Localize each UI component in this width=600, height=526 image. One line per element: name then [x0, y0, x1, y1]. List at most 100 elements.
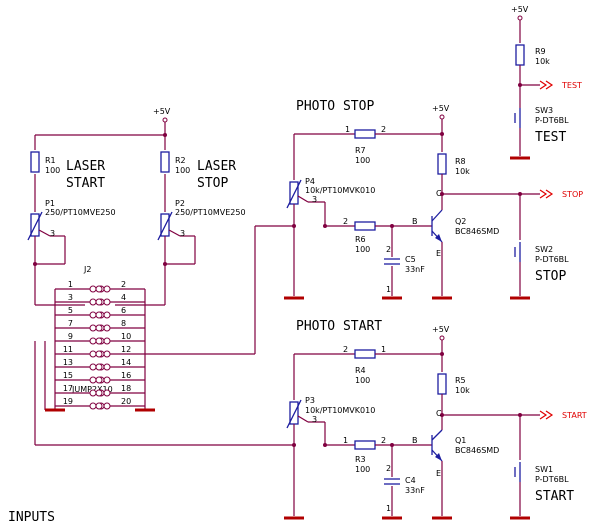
- c4-value: 33nF: [405, 486, 425, 495]
- net-arrow-stop: [539, 189, 548, 199]
- transistor-q1-collector: [431, 429, 443, 441]
- header-pin: [89, 298, 97, 306]
- header-pin: [89, 311, 97, 319]
- r2-value: 100: [175, 166, 190, 175]
- pot-arrow: [286, 179, 302, 209]
- junction: [163, 262, 167, 266]
- header-pin: [95, 311, 103, 319]
- photo-start-title: PHOTO START: [296, 319, 382, 334]
- c4-ref: C4: [405, 476, 416, 485]
- junction: [33, 262, 37, 266]
- wire: [297, 415, 309, 423]
- p1-pin3: 3: [50, 229, 55, 238]
- net-arrow-test: [539, 80, 548, 90]
- header-pin-number: 10: [121, 332, 131, 341]
- p3-ref: P3: [305, 396, 315, 405]
- p2-pin3: 3: [180, 229, 185, 238]
- header-pin-number: 2: [121, 280, 126, 289]
- junction: [518, 83, 522, 87]
- header-pin: [89, 337, 97, 345]
- header-pin: [89, 363, 97, 371]
- supply-pin: [439, 114, 445, 120]
- header-pin-number: 7: [68, 319, 73, 328]
- header-pin-number: 17: [63, 384, 73, 393]
- p2-ref: P2: [175, 199, 185, 208]
- sw1-ref: SW1: [535, 465, 553, 474]
- j2-ref: J2: [83, 265, 91, 274]
- resistor-r3: [354, 440, 376, 450]
- header-pin: [103, 350, 111, 358]
- resistor-r5: [437, 373, 447, 395]
- header-pin: [95, 402, 103, 410]
- r7-ref: R7: [355, 146, 366, 155]
- j2-value: JUMP2X10: [71, 385, 113, 394]
- laser-stop-title-1: LASER: [197, 159, 236, 174]
- r4-pin2: 2: [343, 345, 348, 354]
- header-pin: [103, 324, 111, 332]
- q2-value: BC846SMD: [455, 227, 499, 236]
- header-pin: [95, 337, 103, 345]
- photo-stop-title: PHOTO STOP: [296, 99, 374, 114]
- laser-section: +5V R1 100 R2 100 LASER START LASER STOP…: [27, 107, 246, 306]
- header-pin-number: 16: [121, 371, 131, 380]
- supply-pin: [439, 335, 445, 341]
- r3-ref: R3: [355, 455, 366, 464]
- q1-collector-label: C: [436, 409, 442, 418]
- header-pin: [95, 363, 103, 371]
- header-pin-number: 19: [63, 397, 73, 406]
- header-pin: [103, 337, 111, 345]
- header-pin-number: 18: [121, 384, 131, 393]
- header-pin: [103, 311, 111, 319]
- header-pin: [89, 350, 97, 358]
- wire: [168, 229, 181, 237]
- r5-ref: R5: [455, 376, 466, 385]
- j2-wiring: [34, 226, 270, 446]
- start-title: START: [535, 489, 574, 504]
- transistor-q2-collector: [431, 209, 443, 222]
- header-pin-number: 11: [63, 345, 73, 354]
- q1-value: BC846SMD: [455, 446, 499, 455]
- r3-pin1: 1: [343, 436, 348, 445]
- stop-title: STOP: [535, 269, 566, 284]
- p1-value: 250/PT10MVE250: [45, 208, 116, 217]
- header-pin: [89, 324, 97, 332]
- r9-ref: R9: [535, 47, 546, 56]
- header-pin: [89, 376, 97, 384]
- p3-pin3: 3: [312, 415, 317, 424]
- r4-value: 100: [355, 376, 370, 385]
- header-pin: [89, 402, 97, 410]
- c5-ref: C5: [405, 255, 416, 264]
- r6-value: 100: [355, 245, 370, 254]
- supply-pin: [517, 15, 523, 21]
- r6-ref: R6: [355, 235, 366, 244]
- net-arrow-stop: [545, 189, 554, 199]
- r1-ref: R1: [45, 156, 56, 165]
- header-pin: [95, 298, 103, 306]
- header-pin-number: 20: [121, 397, 131, 406]
- header-pin: [95, 389, 103, 397]
- r8-value: 10k: [455, 167, 470, 176]
- sw1-value: P-DT6BL: [535, 475, 569, 484]
- p4-value: 10k/PT10MVK010: [305, 186, 375, 195]
- sw2-value: P-DT6BL: [535, 255, 569, 264]
- resistor-r2: [160, 151, 170, 173]
- r7-pin1: 1: [345, 125, 350, 134]
- q2-ref: Q2: [455, 217, 466, 226]
- supply-label: +5V: [432, 325, 450, 334]
- junction: [292, 224, 296, 228]
- header-pin: [89, 285, 97, 293]
- header-pin: [89, 389, 97, 397]
- r9-value: 10k: [535, 57, 550, 66]
- transistor-q1-arrow: [435, 453, 442, 461]
- header-pin: [103, 376, 111, 384]
- supply-label: +5V: [432, 104, 450, 113]
- transistor-q2-arrow: [435, 234, 442, 242]
- header-pin: [103, 298, 111, 306]
- laser-stop-title-2: STOP: [197, 176, 228, 191]
- resistor-r1: [30, 151, 40, 173]
- wire: [38, 229, 51, 237]
- header-pin-number: 1: [68, 280, 73, 289]
- r4-ref: R4: [355, 366, 366, 375]
